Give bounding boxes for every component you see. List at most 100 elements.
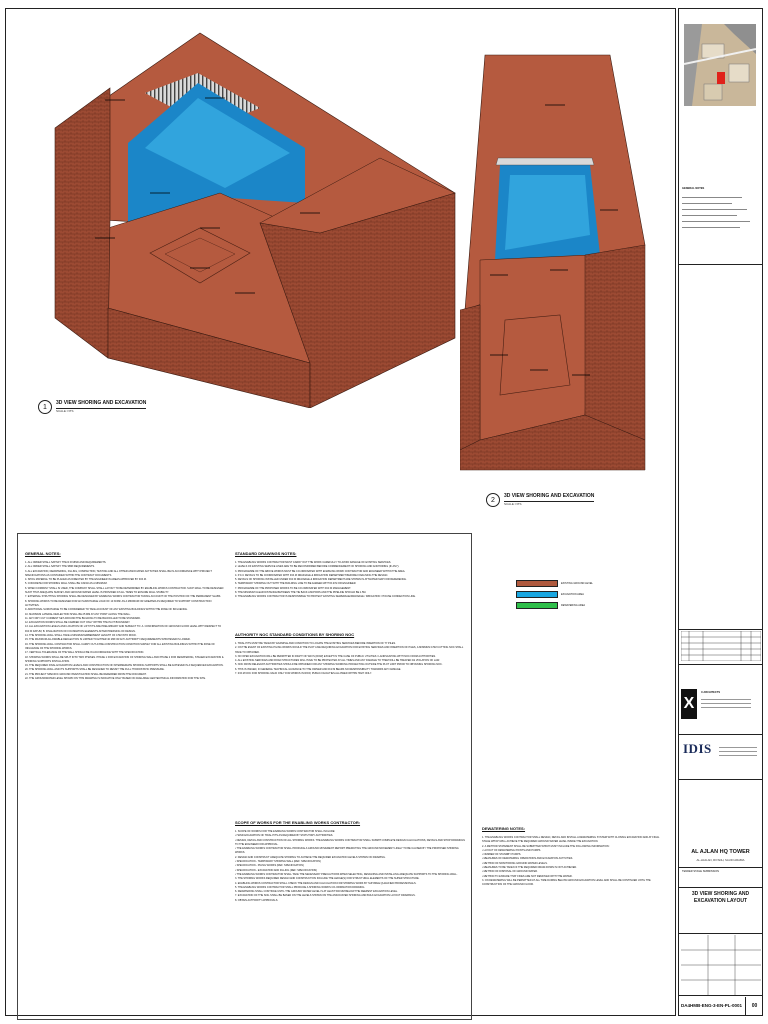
general-note: 10. MAXIMUM LATERAL DEFLECTION SHALL BE … xyxy=(25,612,131,616)
general-note: 7. EXTERNAL STRUTTING SHORING SHALL BE D… xyxy=(25,595,222,599)
brick-face-front xyxy=(107,307,311,408)
authority-notes-heading: AUTHORITY NOC STANDARD CONDITIONS BY SHO… xyxy=(235,632,355,637)
leader-arrows xyxy=(95,97,320,294)
legend-item: EXCAVATION AREA xyxy=(516,591,606,598)
tb-general-notes-heading: GENERAL NOTES xyxy=(682,187,705,190)
view-scale-1: SCALE: NTS xyxy=(56,408,74,413)
legend-swatch xyxy=(516,602,558,609)
authority-note: 4. ALL EXISTING SERVICES AND ROAD STRUCT… xyxy=(235,659,440,663)
dewatering-note: • METHOD OF DISPOSAL OF GROUND WATER. xyxy=(482,870,538,874)
view-scale-2: SCALE: NTS xyxy=(504,501,522,506)
standard-note: 4. P.C.C DETAILS TO BE COORDINATED WITH … xyxy=(235,573,389,577)
general-note: 9. ADDITIONAL SURCHARGE TO BE CONSIDERED… xyxy=(25,608,188,612)
consultant-address-lines xyxy=(701,699,751,708)
standard-notes-heading: STANDARD DRAWINGS NOTES: xyxy=(235,551,297,556)
general-note: 15. THE MAXIMUM ALLOWABLE DEFLECTION IS … xyxy=(25,638,191,642)
key-plan-map xyxy=(684,24,756,106)
general-note: 20. THE SHORING WALL AND ITS SUPPORTS SH… xyxy=(25,668,165,672)
scope-note: • DESIGN, DETAIL AND CONSTRUCTION OF ALL… xyxy=(235,838,465,846)
soil-top-right xyxy=(259,157,456,234)
general-note: 16. THE SHORING WALL CONTRACTOR SHALL CA… xyxy=(25,642,215,650)
general-note: 5. CONCRETE FOR SHORING WALL SHALL BE C3… xyxy=(25,582,108,586)
legend: EXISTING GROUND LEVEL EXCAVATION AREA DE… xyxy=(516,580,606,613)
view-number-2: 2 xyxy=(486,493,500,507)
scope-note: 2. DESIGN AND CONSTRUCT ADEQUATE SHORING… xyxy=(235,855,386,859)
general-note: 21. THE PROJECT SPECIFIC GROUND INVESTIG… xyxy=(25,672,147,676)
authority-note: 5. NOC FROM RELEVANT AUTHORITIES SHOULD … xyxy=(235,663,443,667)
legend-swatch xyxy=(516,580,558,587)
project-location: AL-HAJLAN, RIYADH, SAUDI ARABIA xyxy=(696,858,745,862)
view-title-2: 2 3D VIEW SHORING AND EXCAVATION SCALE: … xyxy=(486,493,595,507)
dewatering-note: • METHOD TO ENSURE THAT FINES ARE NOT RE… xyxy=(482,874,573,878)
general-note: 22. THE GROUNDWATER LEVEL SHOWN ON THIS … xyxy=(25,677,206,681)
authority-notes-list: 1. TRIAL PITS MUST BE TAKEN BY EXAMPLE A… xyxy=(235,642,465,722)
dewatering-note: • LAYOUT OF DEWATERING POINTS AND PUMPS. xyxy=(482,848,541,852)
tb-divider xyxy=(679,264,762,265)
project-name: AL AJLAN HQ TOWER xyxy=(691,849,750,855)
revision-number: 00 xyxy=(745,997,763,1015)
scope-note: • THE ENABLING WORKS CONTRACTOR SHALL PR… xyxy=(235,847,459,855)
brick-face-right xyxy=(584,244,646,441)
excavation-water-highlight xyxy=(145,98,290,188)
general-note: 14. THE SHORING WALL SHALL HAVE A MINIMU… xyxy=(25,634,137,638)
authority-note: 3. NO OPEN EXCAVATION WILL BE PERMITTED … xyxy=(235,654,436,658)
general-note: 3. ALL EXCAVATION, DEWATERING, FILLING, … xyxy=(25,569,212,577)
general-note: 2. ALL ORDER SHALL SATISFY THE SBRI REQU… xyxy=(25,565,95,569)
client-logo: IDIS xyxy=(683,741,712,756)
standard-notes-list: 1. THE ENABLING WORKS CONTRACTOR MUST CA… xyxy=(235,561,465,625)
general-note: 4. SPOIL MATERIAL TO BE PLACED AS DIRECT… xyxy=(25,578,147,582)
scope-note: 4. ENABLING WORKS CONTRACTOR SHALL CHECK… xyxy=(235,881,417,885)
dewatering-note: • MEASURES OF DEWATERING OPERATIONS AND … xyxy=(482,857,573,861)
authority-note: 1. TRIAL PITS MUST BE TAKEN BY EXAMPLE A… xyxy=(235,642,396,645)
standard-note: 6. TEMPORARY SHORING OUT WITH THE BUILDI… xyxy=(235,582,357,586)
general-note: 13. ALL EXCAVATION LEVELS AND LOCATION O… xyxy=(25,625,222,633)
legend-item: DEWATERING AREA xyxy=(516,602,606,609)
dewatering-note: • NUMBER OF STANDBY PUMPS. xyxy=(482,853,522,857)
scope-notes-list: 1. SCOPE OF WORKS FOR THE ENABLING WORKS… xyxy=(235,830,465,1010)
drawing-info-grid xyxy=(681,935,761,995)
dewatering-note: • METHOD OF MONITORING GROUND WATER LEVE… xyxy=(482,861,548,865)
iso-view-1 xyxy=(54,32,456,408)
tb-divider xyxy=(679,779,762,780)
consultant-name: X ARCHITECTS xyxy=(701,691,721,694)
scope-note: • SPECIFICATION - TEMPORARY SHORING WALL… xyxy=(235,860,321,864)
tb-divider xyxy=(679,734,762,735)
tb-notes-lines xyxy=(682,197,752,233)
standard-note: 9. THE ENABLING WORKS CONTRACTOR IS RESP… xyxy=(235,595,416,599)
tb-divider xyxy=(679,664,762,665)
general-note: 11. ANY DRY CUT CURRENT SET AROUND THE B… xyxy=(25,616,141,620)
brick-face-left xyxy=(54,87,111,359)
legend-label: DEWATERING AREA xyxy=(561,604,586,607)
scope-note: • SPECIFICATION - EXCAVATION AND FILLING… xyxy=(235,868,318,872)
stage-label: TENDER STAGE SUBMISSION xyxy=(682,870,719,873)
standard-note: 3. PROGRAMME OF THE ABOVE WORKS MUST BE … xyxy=(235,569,406,573)
view-title-1: 1 3D VIEW SHORING AND EXCAVATION SCALE: … xyxy=(38,400,147,414)
tb-divider xyxy=(679,629,762,630)
view-label-1: 3D VIEW SHORING AND EXCAVATION xyxy=(56,401,147,409)
general-note: 19. THE REQUIRED FINAL EXCAVATION LEVELS… xyxy=(25,664,224,668)
drawing-number: DA4HMB-ENG-3-EN-PL-0001 xyxy=(681,1003,743,1008)
standard-note: 7. PROGRAMME OF THE PROPOSED WORKS TO BE… xyxy=(235,586,352,590)
leader-arrows xyxy=(490,104,618,376)
lift-pit xyxy=(499,314,571,396)
brick-face-front xyxy=(460,414,646,471)
general-notes-list: 1. ALL ORDER SHALL SATISFY THE R.R MIND … xyxy=(25,561,225,981)
dewatering-notes-list: 1. THE ENABLING WORKS CONTRACTOR SHALL D… xyxy=(482,836,662,1014)
standard-note: 8. THE MINIMUM CLEAR DISTANCE BETWEEN TH… xyxy=(235,591,367,595)
scope-note: • THE ENABLING WORKS CONTRACTOR SHALL TA… xyxy=(235,872,458,876)
general-note: 12. EXCAVATION WORKS SHALL BE CARRIED OU… xyxy=(25,621,131,625)
tb-divider xyxy=(679,995,762,996)
general-note: 1. ALL ORDER SHALL SATISFY THE R.R MIND … xyxy=(25,561,107,564)
general-note: 17. VERTICAL TOLERANCE OF THE WALL SHOUL… xyxy=(25,651,145,655)
pit-floor xyxy=(479,254,591,441)
iso-view-2 xyxy=(460,54,646,471)
scope-note: 8. OBTAIN AUTHORITY APPROVALS. xyxy=(235,898,279,902)
view-number-1: 1 xyxy=(38,400,52,414)
tb-divider xyxy=(679,887,762,888)
general-note: 6. WHEN COMPANY SHALL IS USED, THE COMPA… xyxy=(25,586,224,595)
view-label-2: 3D VIEW SHORING AND EXCAVATION xyxy=(504,494,595,502)
scope-notes-heading: SCOPE OF WORKS FOR THE ENABLING WORKS CO… xyxy=(235,820,361,825)
dewatering-note: 1. THE ENABLING WORKS CONTRACTOR SHALL D… xyxy=(482,836,660,844)
lift-pit-inner xyxy=(164,237,236,273)
dewatering-note: • MEASURES TO BE TAKEN IF THE REQUIRED D… xyxy=(482,866,577,870)
